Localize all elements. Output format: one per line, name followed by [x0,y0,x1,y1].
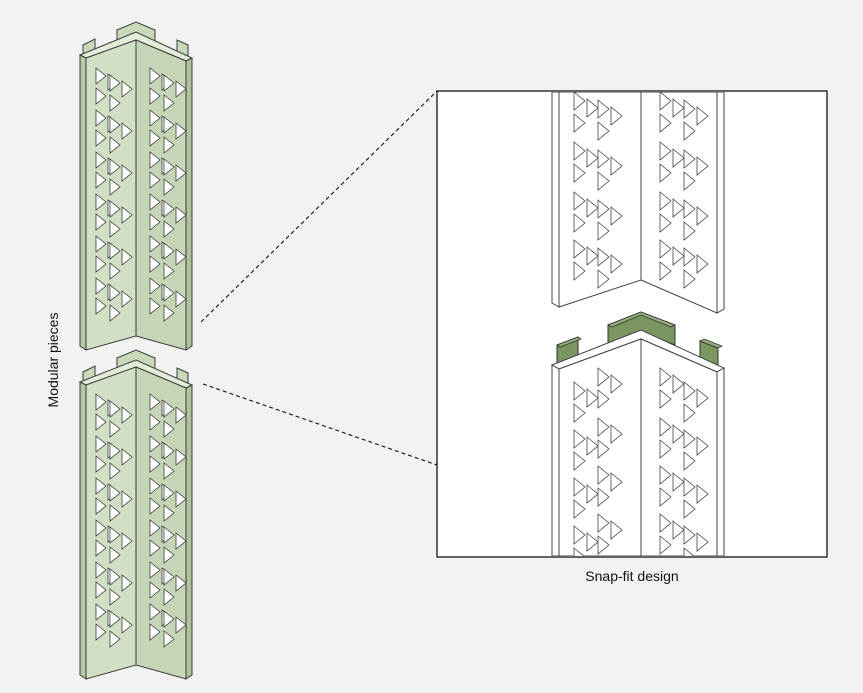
detail-upper-piece [551,92,725,314]
bottom-module [78,349,194,680]
detail-inset [436,90,828,558]
detail-lower-piece [550,311,726,556]
modular-pieces-label: Modular pieces [45,312,61,408]
top-module [78,21,194,351]
leader-line-bottom [202,383,438,466]
leader-line-top [200,90,438,323]
snap-fit-caption: Snap-fit design [585,568,679,584]
